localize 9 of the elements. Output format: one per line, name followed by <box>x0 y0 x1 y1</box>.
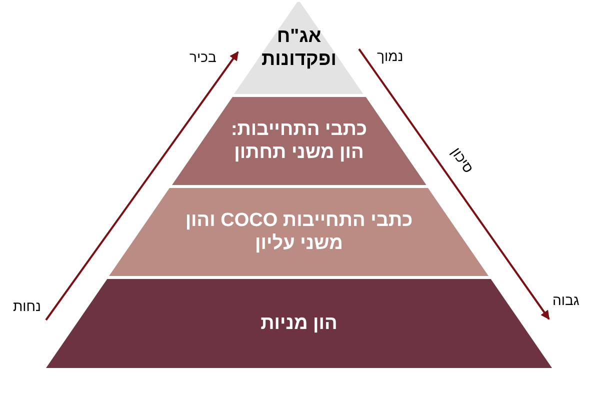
axis-label: סיכון <box>448 144 476 176</box>
axis-label: נחות <box>13 298 41 314</box>
axis-label: גבוה <box>552 292 580 308</box>
tier-label: אג"ח ופקדונות <box>260 25 338 71</box>
tier-label: כתבי התחייבות: הון משני תחתון <box>230 118 368 164</box>
axis-label: נמוך <box>377 48 404 64</box>
tier-label: הון מניות <box>260 312 338 334</box>
axis-label: בכיר <box>190 49 216 65</box>
tier-label: כתבי התחייבות COCO והון משני עליון <box>184 209 414 255</box>
